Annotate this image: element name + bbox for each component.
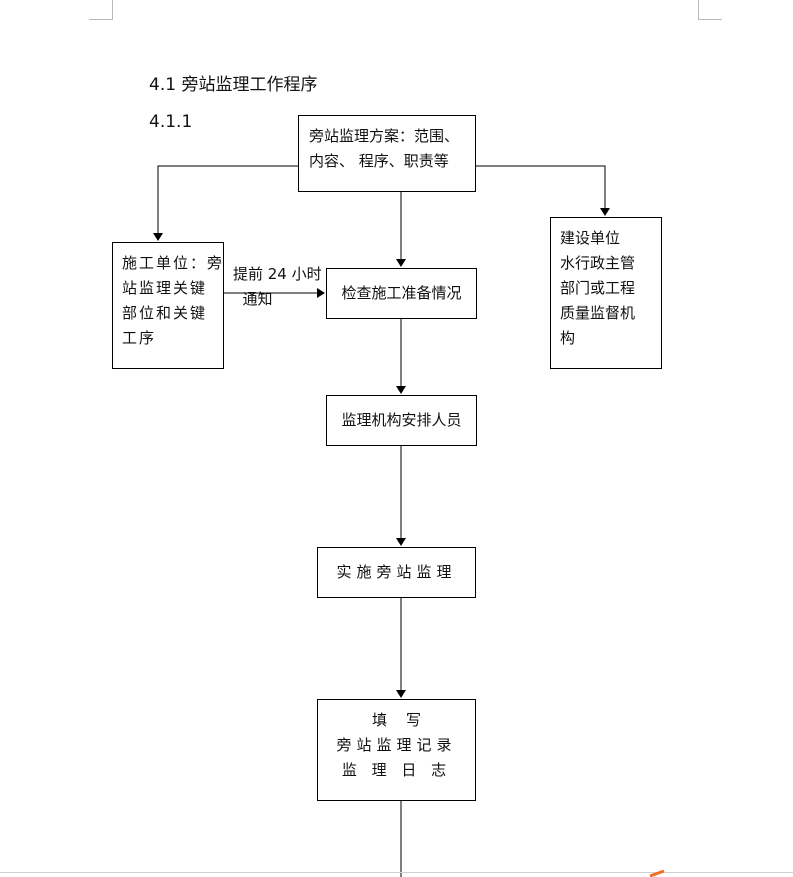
page-corner-mark-left (89, 0, 113, 20)
connector-plan-to-owner (476, 165, 610, 216)
subsection-number: 4.1.1 (149, 112, 193, 132)
execute-supervision-box: 实施旁站监理 (317, 547, 476, 598)
cursor-mark-icon (649, 869, 665, 877)
page-bottom-edge (0, 872, 793, 873)
record-box: 填 写 旁站监理记录 监 理 日 志 (317, 699, 476, 801)
supervision-plan-box: 旁站监理方案：范围、 内容、 程序、职责等 (298, 115, 476, 192)
page-corner-mark-right (698, 0, 722, 20)
assign-staff-box: 监理机构安排人员 (326, 395, 477, 446)
construction-unit-box: 施工单位：旁 站监理关键 部位和关键 工序 (112, 242, 224, 369)
connector-plan-to-construction (153, 165, 298, 241)
section-heading: 4.1 旁站监理工作程序 (149, 75, 318, 95)
check-preparation-box: 检查施工准备情况 (326, 268, 477, 319)
owner-authority-box: 建设单位 水行政主管 部门或工程 质量监督机 构 (550, 217, 662, 369)
notice-label: 提前 24 小时 通知 (233, 265, 322, 308)
